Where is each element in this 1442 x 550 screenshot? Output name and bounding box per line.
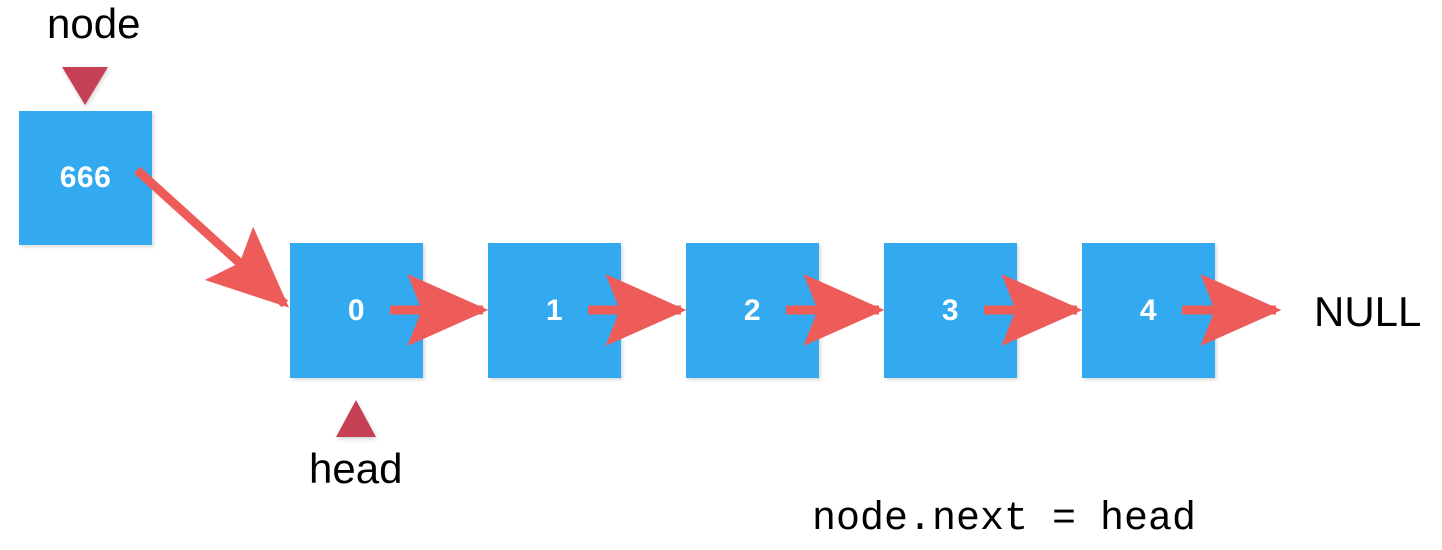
list-node-value-1: 1 — [545, 293, 564, 327]
null-terminator-label: NULL — [1314, 288, 1422, 335]
new-node-box[interactable]: 666 — [19, 111, 152, 245]
list-node-value-0: 0 — [347, 293, 366, 327]
list-node-value-4: 4 — [1139, 293, 1158, 327]
head-pointer-triangle-up-icon — [336, 400, 376, 437]
list-node-box-1[interactable]: 1 — [488, 243, 621, 378]
list-node-box-3[interactable]: 3 — [884, 243, 1017, 378]
head-pointer-label: head — [309, 445, 403, 492]
new-node-value: 666 — [59, 161, 112, 194]
list-node-box-0[interactable]: 0 — [290, 243, 423, 378]
node-pointer-triangle-down-icon — [62, 67, 108, 105]
caption-text: node.next = head — [812, 497, 1197, 542]
list-node-box-4[interactable]: 4 — [1082, 243, 1215, 378]
list-node-value-3: 3 — [941, 293, 960, 327]
list-node-box-2[interactable]: 2 — [686, 243, 819, 378]
node-pointer-label: node — [47, 0, 141, 47]
arrow-new-node-to-node-0 — [133, 166, 290, 308]
list-node-value-2: 2 — [743, 293, 762, 327]
